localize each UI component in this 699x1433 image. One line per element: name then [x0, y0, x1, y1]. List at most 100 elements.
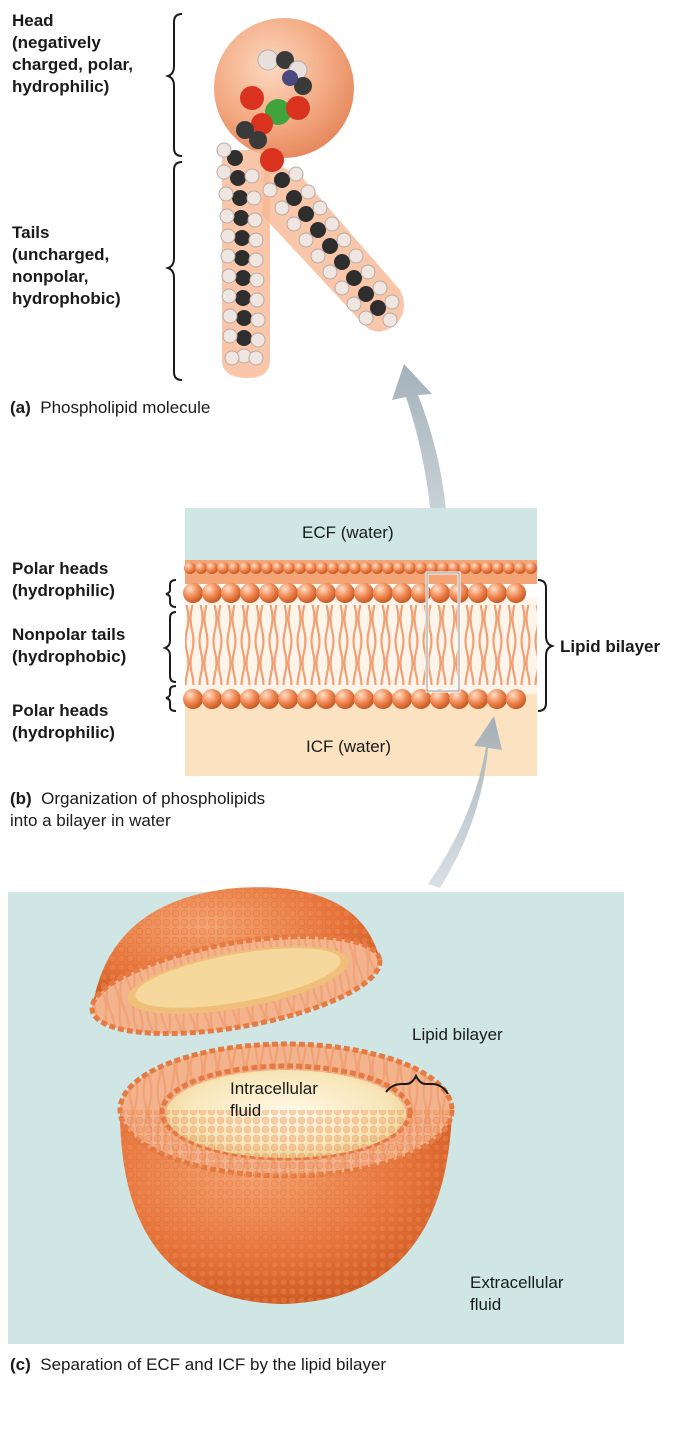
back-head-bead	[250, 562, 262, 574]
nonpolar-tails-brace	[165, 612, 176, 682]
bottom-head-bead	[354, 689, 374, 709]
nonpolar-tails-label: Nonpolar tails (hydrophobic)	[12, 624, 126, 668]
polar-heads-top-brace	[166, 580, 176, 607]
back-head-bead	[184, 562, 196, 574]
lipid-bilayer-label: Lipid bilayer	[560, 636, 660, 658]
tails-label-line: nonpolar,	[12, 266, 121, 288]
bottom-head-bead	[183, 689, 203, 709]
back-head-bead	[492, 562, 504, 574]
tails-label-line: hydrophobic)	[12, 288, 121, 310]
nonpolar-tails-line: (hydrophobic)	[12, 646, 126, 668]
back-head-bead	[239, 562, 251, 574]
cell-lipid-bilayer-label: Lipid bilayer	[412, 1024, 503, 1046]
extracellular-line: fluid	[470, 1294, 564, 1316]
caption-c: (c) Separation of ECF and ICF by the lip…	[10, 1354, 386, 1376]
intracellular-line: Intracellular	[230, 1078, 318, 1100]
bottom-head-bead	[316, 689, 336, 709]
lipid-bilayer-brace	[538, 580, 552, 711]
intracellular-fluid-label: Intracellular fluid	[230, 1078, 318, 1122]
head-label-line: Head	[12, 10, 133, 32]
bottom-head-bead	[202, 689, 222, 709]
caption-b-tag: (b)	[10, 789, 32, 808]
back-head-bead	[525, 562, 537, 574]
tails-label-line: Tails	[12, 222, 121, 244]
caption-b-text-line: Organization of phospholipids	[41, 789, 265, 808]
bottom-head-bead	[278, 689, 298, 709]
polar-heads-bottom-label: Polar heads (hydrophilic)	[12, 700, 115, 744]
back-head-bead	[206, 562, 218, 574]
back-head-bead	[382, 562, 394, 574]
back-head-bead	[338, 562, 350, 574]
bottom-head-bead	[487, 689, 507, 709]
polar-heads-top-line: Polar heads	[12, 558, 115, 580]
top-head-bead	[183, 583, 203, 603]
top-head-bead	[202, 583, 222, 603]
polar-heads-bottom-brace	[166, 686, 176, 711]
tails-label-line: (uncharged,	[12, 244, 121, 266]
caption-a-text: Phospholipid molecule	[40, 398, 210, 417]
top-head-bead	[259, 583, 279, 603]
polar-heads-top-label: Polar heads (hydrophilic)	[12, 558, 115, 602]
back-head-bead	[217, 562, 229, 574]
top-head-bead	[278, 583, 298, 603]
tails-brace	[168, 162, 182, 380]
back-head-bead	[404, 562, 416, 574]
top-head-bead	[392, 583, 412, 603]
caption-a-tag: (a)	[10, 398, 31, 417]
back-head-bead	[481, 562, 493, 574]
bottom-head-bead	[240, 689, 260, 709]
back-head-bead	[316, 562, 328, 574]
top-head-bead	[221, 583, 241, 603]
polar-heads-bottom-line: (hydrophilic)	[12, 722, 115, 744]
top-head-bead	[430, 583, 450, 603]
back-head-bead	[360, 562, 372, 574]
top-head-bead	[297, 583, 317, 603]
tails-label: Tails (uncharged, nonpolar, hydrophobic)	[12, 222, 121, 310]
bottom-head-bead	[221, 689, 241, 709]
head-brace	[168, 14, 182, 156]
back-head-bead	[327, 562, 339, 574]
top-head-bead	[335, 583, 355, 603]
back-head-bead	[415, 562, 427, 574]
nonpolar-tails-line: Nonpolar tails	[12, 624, 126, 646]
top-head-bead	[468, 583, 488, 603]
back-head-bead	[393, 562, 405, 574]
bottom-head-bead	[468, 689, 488, 709]
caption-b: (b) Organization of phospholipids into a…	[10, 788, 265, 832]
bottom-head-bead	[259, 689, 279, 709]
extracellular-line: Extracellular	[470, 1272, 564, 1294]
caption-a: (a) Phospholipid molecule	[10, 397, 210, 419]
back-head-bead	[294, 562, 306, 574]
top-head-bead	[240, 583, 260, 603]
back-head-bead	[272, 562, 284, 574]
icf-water-label: ICF (water)	[306, 736, 391, 758]
intracellular-line: fluid	[230, 1100, 318, 1122]
back-head-bead	[470, 562, 482, 574]
polar-heads-bottom-line: Polar heads	[12, 700, 115, 722]
head-label-line: (negatively	[12, 32, 133, 54]
head-label-line: charged, polar,	[12, 54, 133, 76]
bottom-head-bead	[506, 689, 526, 709]
phospholipid-molecule	[214, 18, 404, 378]
caption-b-text-line: into a bilayer in water	[10, 810, 265, 832]
extracellular-fluid-label: Extracellular fluid	[470, 1272, 564, 1316]
back-head-bead	[371, 562, 383, 574]
top-head-bead	[316, 583, 336, 603]
head-label-line: hydrophilic)	[12, 76, 133, 98]
back-head-bead	[283, 562, 295, 574]
bottom-head-bead	[392, 689, 412, 709]
bottom-head-bead	[373, 689, 393, 709]
top-head-bead	[373, 583, 393, 603]
top-head-bead	[487, 583, 507, 603]
back-head-bead	[459, 562, 471, 574]
bottom-head-bead	[297, 689, 317, 709]
top-head-bead	[354, 583, 374, 603]
caption-c-tag: (c)	[10, 1355, 31, 1374]
ecf-water-label: ECF (water)	[302, 522, 394, 544]
bottom-head-bead	[335, 689, 355, 709]
back-head-bead	[514, 562, 526, 574]
back-head-bead	[305, 562, 317, 574]
back-head-bead	[228, 562, 240, 574]
caption-c-text: Separation of ECF and ICF by the lipid b…	[40, 1355, 386, 1374]
back-head-bead	[349, 562, 361, 574]
